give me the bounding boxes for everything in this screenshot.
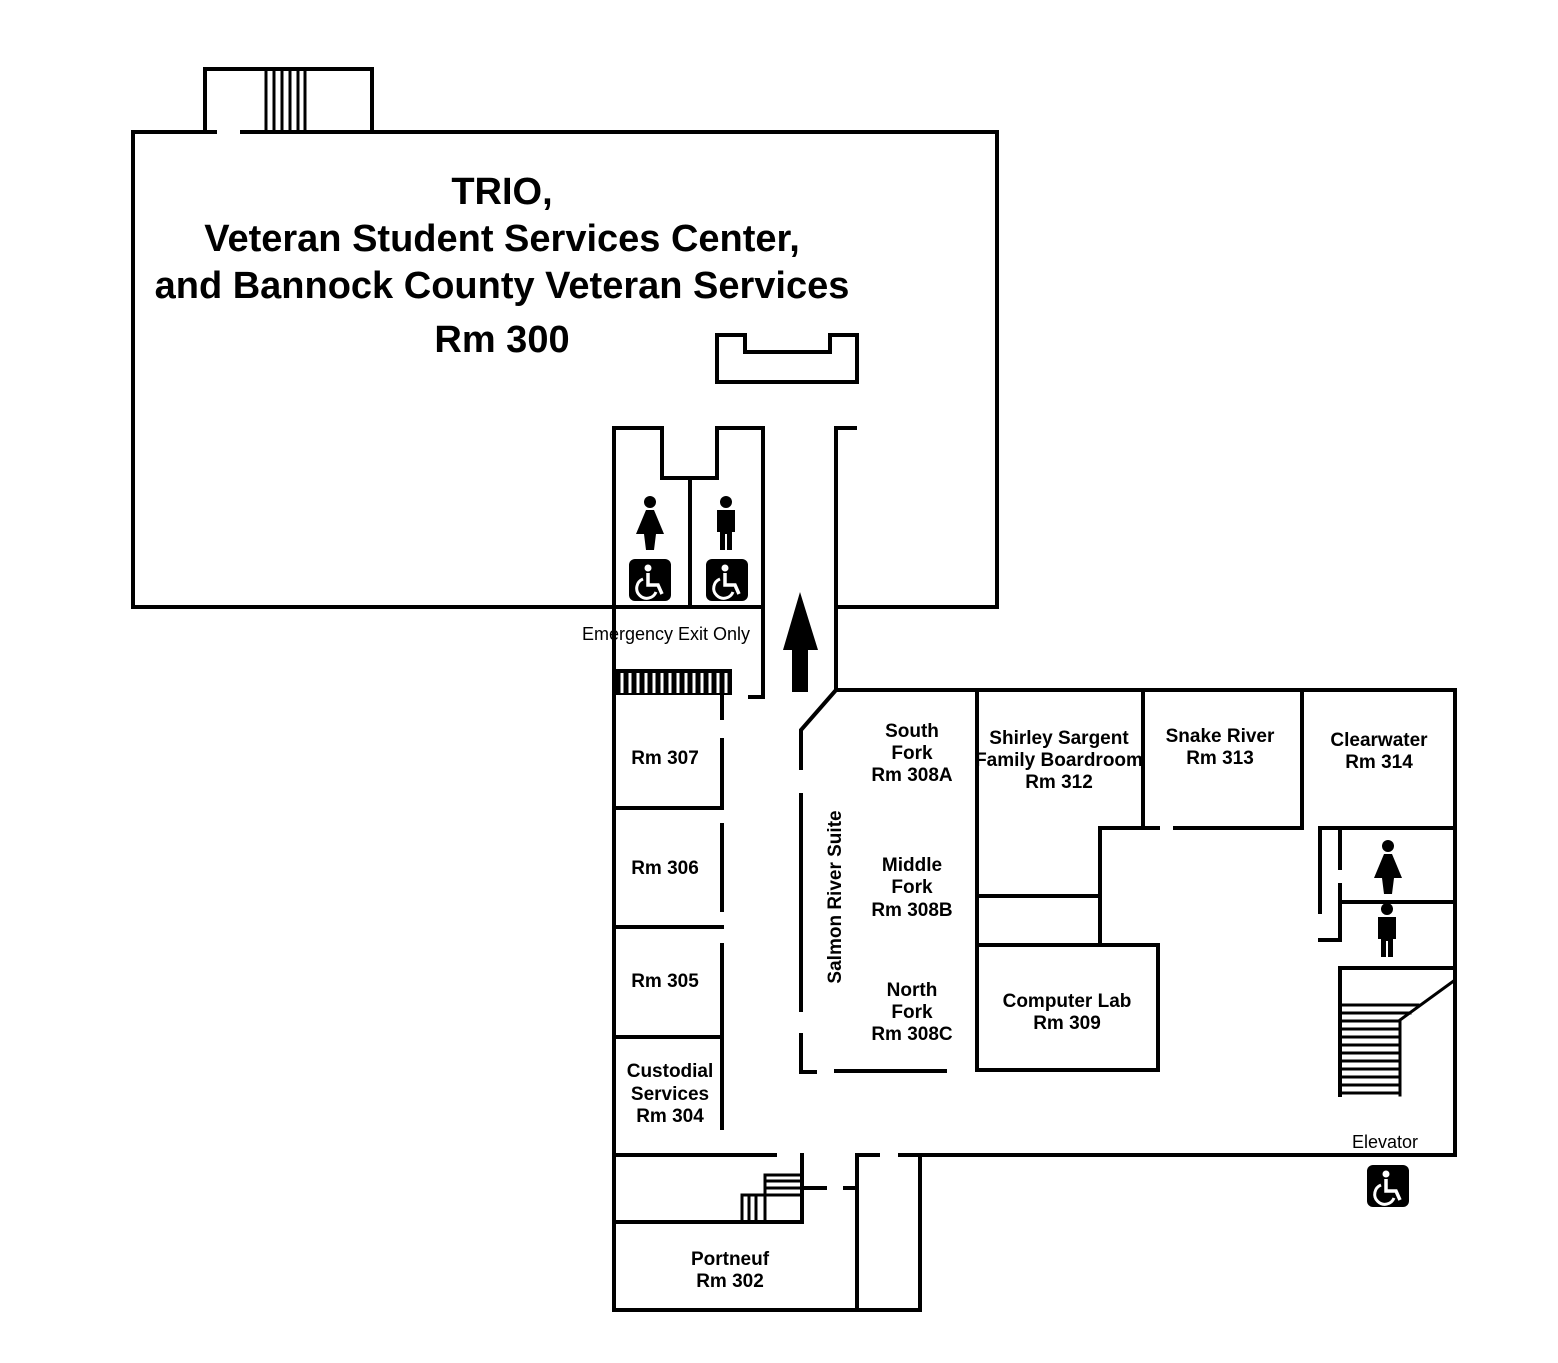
elevator-wheelchair-icon [1365, 1163, 1411, 1209]
room-304-label: Custodial Services Rm 304 [627, 1061, 714, 1127]
label-line: Rm 309 [1033, 1013, 1101, 1034]
up-arrow-icon [783, 592, 818, 692]
restroom-men-icon [717, 496, 735, 550]
label-line: Clearwater [1330, 730, 1428, 751]
label-line: Veteran Student Services Center, [204, 218, 800, 260]
room-305-label: Rm 305 [631, 971, 699, 992]
wheelchair-accessible-icon [704, 557, 750, 603]
room-309-label: Computer Lab Rm 309 [1003, 991, 1132, 1034]
label-line: Custodial [627, 1061, 714, 1082]
label-line: Rm 304 [636, 1106, 704, 1127]
label-line: Snake River [1166, 726, 1275, 747]
label-line: Rm 308A [871, 765, 953, 786]
label-line: Portneuf [691, 1249, 770, 1270]
room-308b-label: Middle Fork Rm 308B [871, 855, 952, 921]
label-line: and Bannock County Veteran Services [155, 265, 850, 307]
label-line: Computer Lab [1003, 991, 1132, 1012]
label-line: Rm 302 [696, 1271, 764, 1292]
room-308a-label: South Fork Rm 308A [871, 721, 953, 786]
emergency-exit-label: Emergency Exit Only [582, 624, 750, 644]
restroom-men-icon [1378, 903, 1396, 957]
label-line: Services [631, 1084, 709, 1105]
label-line: Shirley Sargent [989, 728, 1129, 749]
label-line: North [887, 980, 938, 1001]
label-line: South [885, 721, 939, 742]
label-line: Rm 314 [1345, 752, 1413, 773]
room-313-label: Snake River Rm 313 [1166, 726, 1275, 769]
stairs-icon [1338, 977, 1458, 1097]
restroom-women-icon [1374, 840, 1402, 894]
room-314-label: Clearwater Rm 314 [1330, 730, 1428, 773]
label-line: Rm 313 [1186, 748, 1254, 769]
label-line: TRIO, [451, 171, 552, 213]
label-line: Rm 300 [434, 319, 569, 361]
label-line: Fork [891, 743, 933, 764]
label-line: Middle [882, 855, 942, 876]
stairs-icon [264, 67, 307, 134]
emergency-exit-stairs [616, 669, 732, 695]
label-line: Fork [891, 877, 933, 898]
label-line: Rm 312 [1025, 772, 1093, 793]
room-306-label: Rm 306 [631, 858, 699, 879]
upper-building-walls [131, 67, 999, 1312]
reception-counter [715, 333, 859, 384]
label-line: Rm 308B [871, 900, 952, 921]
lower-building-walls [612, 687, 1458, 1312]
label-line: Rm 308C [871, 1024, 953, 1045]
room-308c-label: North Fork Rm 308C [871, 980, 953, 1045]
computer-lab-walls [975, 943, 1160, 1072]
salmon-river-suite-label: Salmon River Suite [825, 810, 846, 983]
label-line: Fork [891, 1002, 933, 1023]
label-line: Family Boardroom [975, 750, 1143, 771]
room-300-label: TRIO, Veteran Student Services Center, a… [155, 171, 850, 361]
room-302-label: Portneuf Rm 302 [691, 1249, 770, 1292]
restroom-women-icon [636, 496, 664, 550]
wheelchair-accessible-icon [627, 557, 673, 603]
room-312-label: Shirley Sargent Family Boardroom Rm 312 [975, 728, 1143, 793]
elevator-label: Elevator [1352, 1132, 1418, 1152]
room-307-label: Rm 307 [631, 748, 699, 769]
